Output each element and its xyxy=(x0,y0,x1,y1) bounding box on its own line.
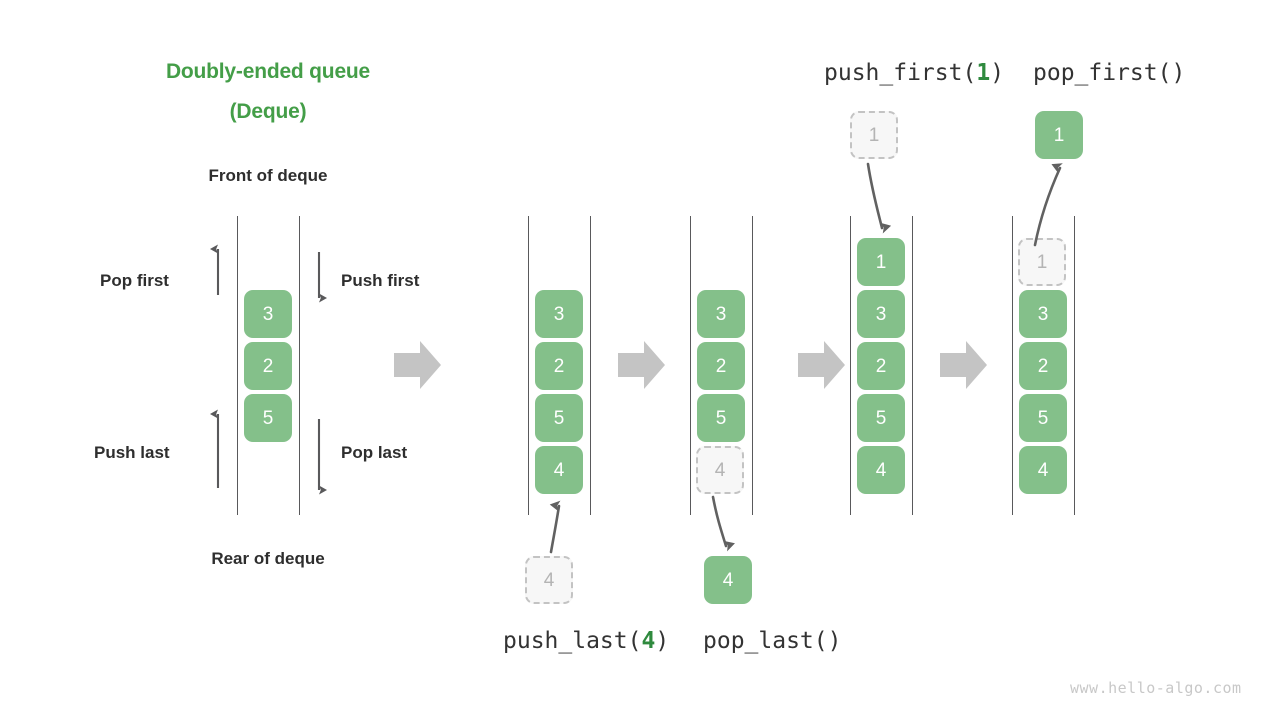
deque-cell: 4 xyxy=(857,446,905,494)
pop-first-label: Pop first xyxy=(100,271,169,290)
deque-cell: 2 xyxy=(535,342,583,390)
deque-cell: 4 xyxy=(535,446,583,494)
rail-left-after-pop-first xyxy=(1012,216,1013,515)
caption-pop-last-close: () xyxy=(813,628,842,654)
pop-first-transfer-arrow xyxy=(1033,163,1063,247)
removed-value-ghost: 1 xyxy=(1018,238,1066,286)
deque-cell: 5 xyxy=(244,394,292,442)
caption-push-first-close: ) xyxy=(990,60,1005,86)
flow-arrow xyxy=(394,341,441,389)
deque-cell: 2 xyxy=(1019,342,1067,390)
deque-cell: 2 xyxy=(697,342,745,390)
rail-right-after-pop-last xyxy=(752,216,753,515)
rail-left-after-pop-last xyxy=(690,216,691,515)
removed-value-ghost: 4 xyxy=(696,446,744,494)
rail-left-after-push-last xyxy=(528,216,529,515)
flow-arrow xyxy=(940,341,987,389)
flow-arrow xyxy=(798,341,845,389)
caption-push-first-arg: 1 xyxy=(976,60,991,86)
deque-cell: 5 xyxy=(1019,394,1067,442)
caption-push-last-arg: 4 xyxy=(641,628,656,654)
caption-pop-last: pop_last() xyxy=(703,628,841,654)
rail-left-initial xyxy=(237,216,238,515)
deque-cell: 2 xyxy=(244,342,292,390)
rail-left-after-push-first xyxy=(850,216,851,515)
caption-push-first-name: push_first( xyxy=(824,60,977,86)
deque-cell: 5 xyxy=(857,394,905,442)
push-last-label: Push last xyxy=(94,443,170,462)
rail-right-initial xyxy=(299,216,300,515)
caption-push-last-close: ) xyxy=(655,628,670,654)
caption-pop-first-close: () xyxy=(1157,60,1186,86)
caption-pop-first-name: pop_first xyxy=(1033,60,1158,86)
push-last-transfer-arrow xyxy=(549,500,561,554)
deque-cell: 5 xyxy=(697,394,745,442)
deque-cell: 1 xyxy=(857,238,905,286)
caption-push-last: push_last(4) xyxy=(503,628,669,654)
deque-cell: 2 xyxy=(857,342,905,390)
popped-value-box: 4 xyxy=(704,556,752,604)
rail-right-after-push-first xyxy=(912,216,913,515)
deque-cell: 3 xyxy=(244,290,292,338)
caption-pop-first: pop_first() xyxy=(1033,60,1185,86)
push-first-label: Push first xyxy=(341,271,420,290)
diagram-title-line1: Doubly-ended queue xyxy=(165,60,371,83)
front-of-deque-label: Front of deque xyxy=(208,166,328,185)
popped-value-box: 1 xyxy=(1035,111,1083,159)
incoming-value-ghost: 4 xyxy=(525,556,573,604)
caption-pop-last-name: pop_last xyxy=(703,628,814,654)
pop-last-label: Pop last xyxy=(341,443,408,462)
deque-cell: 5 xyxy=(535,394,583,442)
flow-arrow xyxy=(618,341,665,389)
rear-of-deque-label: Rear of deque xyxy=(211,549,325,568)
push-first-transfer-arrow xyxy=(866,162,892,234)
caption-push-last-name: push_last( xyxy=(503,628,642,654)
rail-right-after-pop-first xyxy=(1074,216,1075,515)
deque-cell: 3 xyxy=(535,290,583,338)
deque-cell: 3 xyxy=(857,290,905,338)
rail-right-after-push-last xyxy=(590,216,591,515)
deque-cell: 3 xyxy=(697,290,745,338)
deque-cell: 4 xyxy=(1019,446,1067,494)
pop-last-transfer-arrow xyxy=(711,495,735,552)
caption-push-first: push_first(1) xyxy=(824,60,1004,86)
watermark: www.hello-algo.com xyxy=(1070,679,1242,697)
diagram-title-line2: (Deque) xyxy=(229,100,307,123)
deque-cell: 3 xyxy=(1019,290,1067,338)
incoming-value-ghost: 1 xyxy=(850,111,898,159)
